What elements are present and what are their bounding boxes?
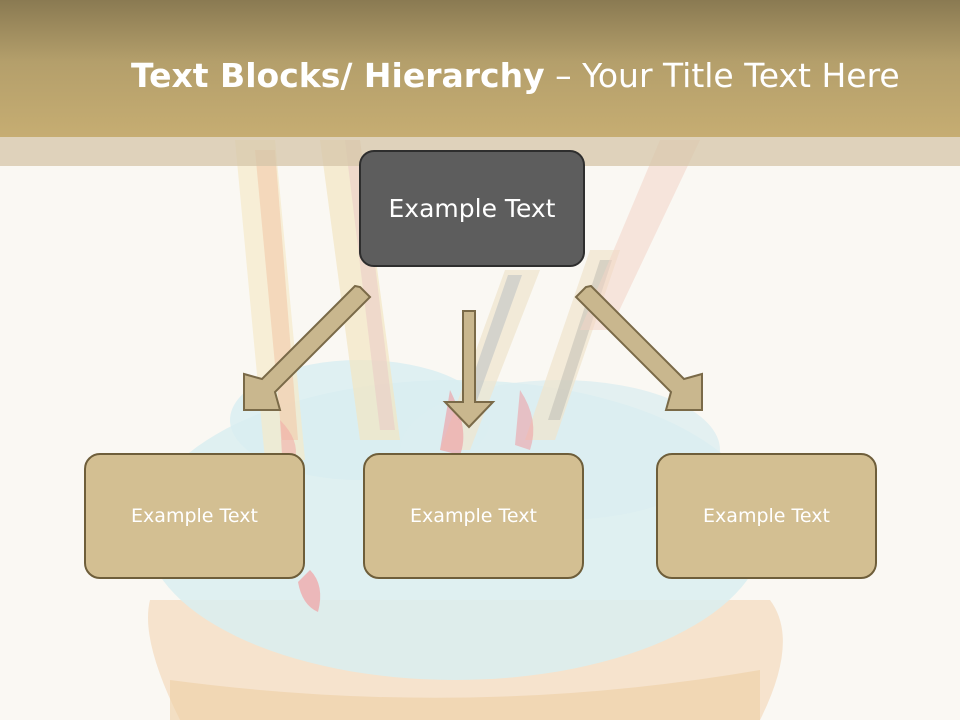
child-box-center[interactable]: Example Text xyxy=(363,453,584,579)
child-box-label: Example Text xyxy=(131,505,258,527)
slide-title-dash: – xyxy=(544,56,583,95)
child-box-label: Example Text xyxy=(410,505,537,527)
slide-title-bold: Text Blocks/ Hierarchy xyxy=(131,56,545,95)
child-box-right[interactable]: Example Text xyxy=(656,453,877,579)
diagonal-down-right-arrow-icon xyxy=(574,284,703,411)
slide-title-rest: Your Title Text Here xyxy=(582,56,900,95)
child-box-left[interactable]: Example Text xyxy=(84,453,305,579)
title-bar xyxy=(0,0,960,137)
top-box[interactable]: Example Text xyxy=(359,150,585,267)
top-box-label: Example Text xyxy=(388,194,556,223)
slide-title: Text Blocks/ Hierarchy – Your Title Text… xyxy=(131,52,931,100)
diagonal-down-left-arrow-icon xyxy=(243,284,372,411)
child-box-label: Example Text xyxy=(703,505,830,527)
down-arrow-icon xyxy=(442,310,496,429)
